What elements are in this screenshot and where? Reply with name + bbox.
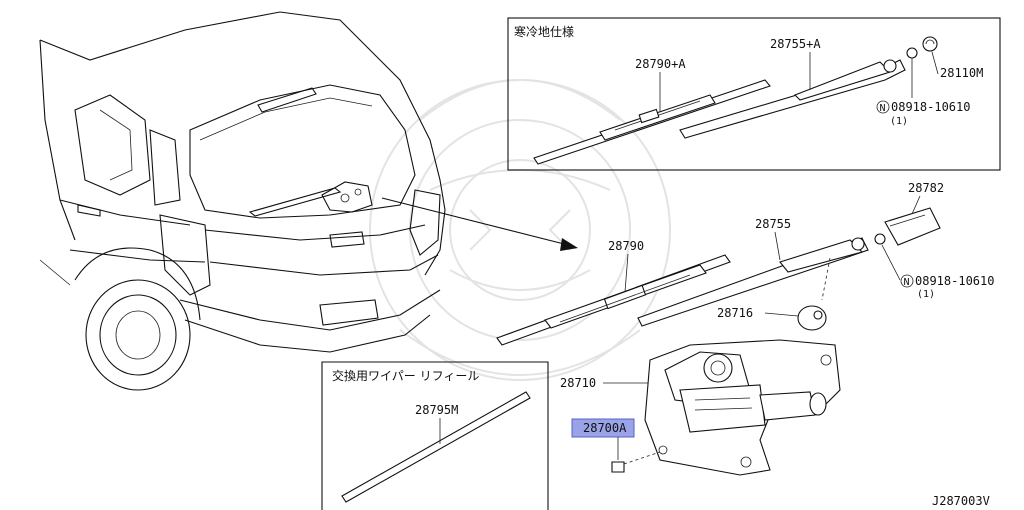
svg-text:N: N [880, 103, 886, 114]
cover-part [884, 207, 941, 246]
main-wiper-assembly: 28782 28755 28790 N 08918-10610 (1) 2871… [496, 181, 994, 476]
refill-inset: 交換用ワイパー リフィール 28795M [321, 361, 549, 510]
nut-symbol-icon [876, 100, 890, 114]
label-pivot-cap: 28716 [717, 306, 753, 320]
bolt-part [611, 461, 625, 473]
cold-cap-part [922, 36, 938, 52]
label-nut: 08918-10610 [915, 274, 994, 288]
assembly-arrow [381, 197, 578, 251]
nut-part [874, 233, 886, 245]
cold-climate-inset: 寒冷地仕様 28790+A 28755+A 28110M N 08918-106… [507, 17, 1001, 171]
cold-nut-part [906, 47, 918, 59]
label-bracket: 28710 [560, 376, 596, 390]
label-blade: 28790 [608, 239, 644, 253]
label-cold-arm: 28755+A [770, 37, 821, 51]
label-arm: 28755 [755, 217, 791, 231]
label-cold-cap: 28110M [940, 66, 983, 80]
motor-highlight[interactable] [571, 418, 635, 438]
refill-title: 交換用ワイパー リフィール [332, 368, 479, 383]
motor-part [679, 384, 766, 433]
label-cold-blade: 28790+A [635, 57, 686, 71]
watermark-emblem [369, 79, 671, 381]
label-cover: 28782 [908, 181, 944, 195]
pivot-cap-part [797, 305, 827, 331]
diagram-code: J287003V [932, 494, 990, 508]
car-rear-illustration [39, 11, 446, 391]
label-cold-nut-qty: (1) [890, 116, 908, 127]
label-refill: 28795M [415, 403, 458, 417]
svg-text:N: N [904, 277, 910, 288]
label-motor: 28700A [583, 421, 627, 435]
cold-climate-title: 寒冷地仕様 [514, 24, 574, 39]
label-cold-nut: 08918-10610 [891, 100, 970, 114]
label-nut-qty: (1) [917, 289, 935, 300]
nut-symbol-icon-main [900, 274, 914, 288]
refill-part [341, 391, 531, 503]
